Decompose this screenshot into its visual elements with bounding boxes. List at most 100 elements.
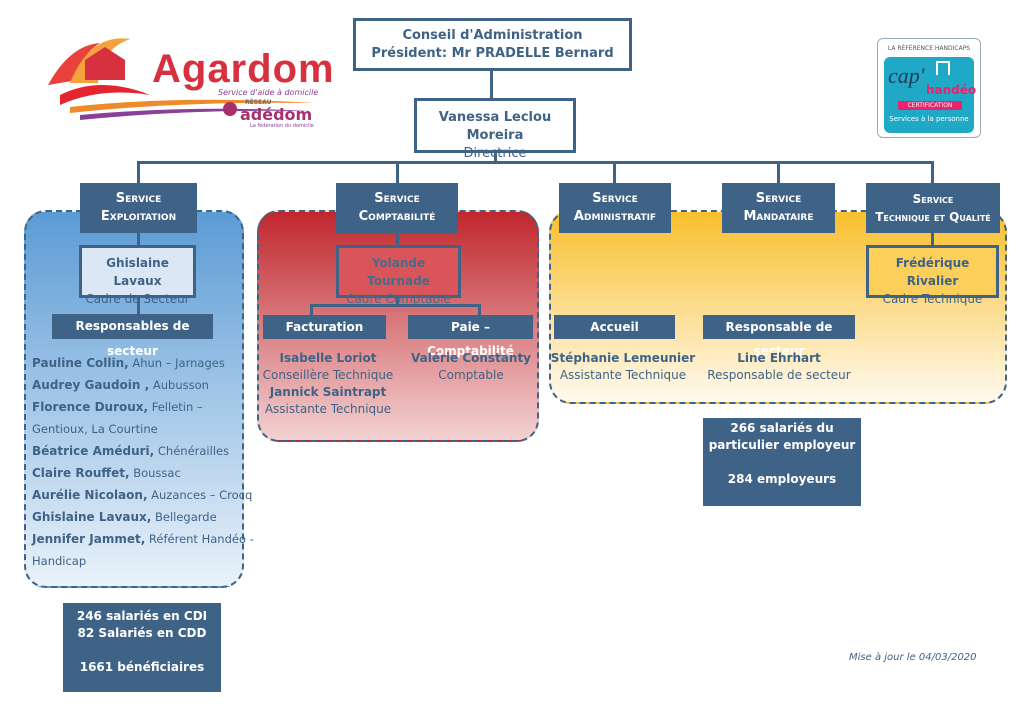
handeo-badge-bg [884,57,974,133]
adedom-sub: La fédération du domicile [250,123,314,129]
fact-person-2-name: Jannick Saintrapt [269,385,387,399]
director-name: Vanessa Leclou Moreira [438,110,552,143]
admin-person-role: Assistante Technique [559,368,687,382]
board-box: Conseil d'Administration Président: Mr P… [353,18,632,71]
person-name: Claire Rouffet, [32,466,130,480]
person-location: Bellegarde [151,510,217,524]
board-title: Conseil d'Administration [402,28,583,43]
service-technique-line1: Service [912,192,954,206]
connector [396,298,399,306]
paie-people: Valérie Constanty Comptable [402,350,540,384]
service-comptabilite-line2: Comptabilité [358,209,436,224]
mandataire-resp-label: Responsable de secteur [703,315,855,358]
stats-bottom-box: 246 salariés en CDI 82 Salariés en CDD 1… [63,603,221,692]
list-item: Handicap [32,554,86,568]
agardom-brand: Agardom [152,47,335,91]
mandataire-person-name: Line Ehrhart [737,351,821,365]
stats-beneficiaires: 1661 bénéficiaires [79,660,205,674]
technique-head-role: Cadre Technique [882,292,983,306]
handeo-logo: LA RÉFÉRENCE HANDICAPS cap' handéo CERTI… [877,38,981,138]
exploitation-head-name: Ghislaine Lavaux [106,256,169,288]
handeo-brand-a: cap' [888,63,925,88]
board-president: Président: Mr PRADELLE Bernard [371,46,614,61]
list-item: Florence Duroux, Felletin – [32,400,203,414]
list-item: Claire Rouffet, Boussac [32,466,181,480]
person-location: Auzances – Crocq [147,488,253,502]
service-comptabilite: Service Comptabilité [336,183,458,233]
service-administratif-line2: Administratif [573,209,657,224]
technique-head-name: Frédérique Rivalier [895,256,970,288]
administratif-people: Stéphanie Lemeunier Assistante Technique [549,350,697,384]
service-technique-line2: Technique et Qualité [875,210,991,224]
person-name: Aurélie Nicolaon, [32,488,148,502]
agardom-tagline: Service d'aide à domicile [218,88,319,97]
service-mandataire-line1: Service [755,191,802,206]
person-location: Handicap [32,554,87,568]
connector [777,161,780,183]
mandataire-person-role: Responsable de secteur [707,368,851,382]
service-mandataire-line2: Mandataire [743,209,814,224]
mandataire-people: Line Ehrhart Responsable de secteur [700,350,858,384]
person-name: Audrey Gaudoin , [32,378,150,392]
technique-head-box: Frédérique Rivalier Cadre Technique [866,245,999,306]
comptabilite-head-box: Yolande Tournade Cadre Comptable [336,245,461,306]
facturation-label: Facturation [263,315,386,339]
service-administratif: Service Administratif [559,183,671,233]
fact-person-2-role: Assistante Technique [264,402,392,416]
connector [137,161,140,183]
person-name: Pauline Collin, [32,356,129,370]
fact-person-1-name: Isabelle Loriot [279,351,377,365]
list-item: Jennifer Jammet, Référent Handéo - [32,532,254,546]
connector [137,233,140,245]
fact-person-1-role: Conseillère Technique [262,368,394,382]
exploitation-resp-label: Responsables de secteur [52,314,213,358]
facturation-people: Isabelle Loriot Conseillère Technique Ja… [254,350,402,418]
mandataire-stat-employeurs: 284 employeurs [727,472,837,486]
director-box: Vanessa Leclou Moreira Directrice [414,98,576,161]
person-location: Aubusson [149,378,209,392]
handeo-brand-b: handéo [926,83,977,97]
person-location: Boussac [129,466,181,480]
exploitation-head-box: Ghislaine Lavaux Cadre de Secteur [79,245,196,306]
person-name: Béatrice Améduri, [32,444,155,458]
stats-cdd: 82 Salariés en CDD [77,626,207,640]
update-date: Mise à jour le 04/03/2020 [849,652,977,663]
connector [396,161,399,183]
accueil-label: Accueil [554,315,675,339]
agardom-logo: Agardom Service d'aide à domicile RÉSEAU… [40,25,334,135]
service-exploitation: Service Exploitation [80,183,197,233]
person-location: Référent Handéo - [145,532,254,546]
adedom-name: adédom [240,105,313,124]
paie-label: Paie – Comptabilité [408,315,533,358]
agardom-logo-mark [48,38,315,120]
stats-cdi: 246 salariés en CDI [76,609,208,623]
person-name: Ghislaine Lavaux, [32,510,152,524]
connector [310,304,481,307]
adedom-icon [223,102,237,116]
mandataire-stats-box: 266 salariés du particulier employeur 28… [703,418,861,506]
list-item: Aurélie Nicolaon, Auzances – Crocq [32,488,252,502]
service-comptabilite-line1: Service [374,191,420,206]
mandataire-stat-salaries: 266 salariés du particulier employeur [708,421,856,452]
connector [613,161,616,183]
connector [137,298,140,314]
connector [490,71,493,98]
list-item: Béatrice Améduri, Chénérailles [32,444,229,458]
connector [478,304,481,315]
person-location: Chénérailles [154,444,230,458]
connector [310,304,313,315]
list-item: Pauline Collin, Ahun – Jarnages [32,356,225,370]
connector [931,233,934,245]
house-icon [936,61,950,75]
paie-person-role: Comptable [438,368,504,382]
service-mandataire: Service Mandataire [722,183,835,233]
list-item: Audrey Gaudoin , Aubusson [32,378,209,392]
adedom-network-label: RÉSEAU [245,99,272,106]
service-technique: Service Technique et Qualité [866,183,1000,233]
connector [931,161,934,183]
handeo-top-text: LA RÉFÉRENCE HANDICAPS [887,45,971,52]
connector [137,161,934,164]
service-exploitation-line1: Service [115,191,162,206]
handeo-certification: CERTIFICATION [898,101,962,110]
person-location: Felletin – [148,400,203,414]
